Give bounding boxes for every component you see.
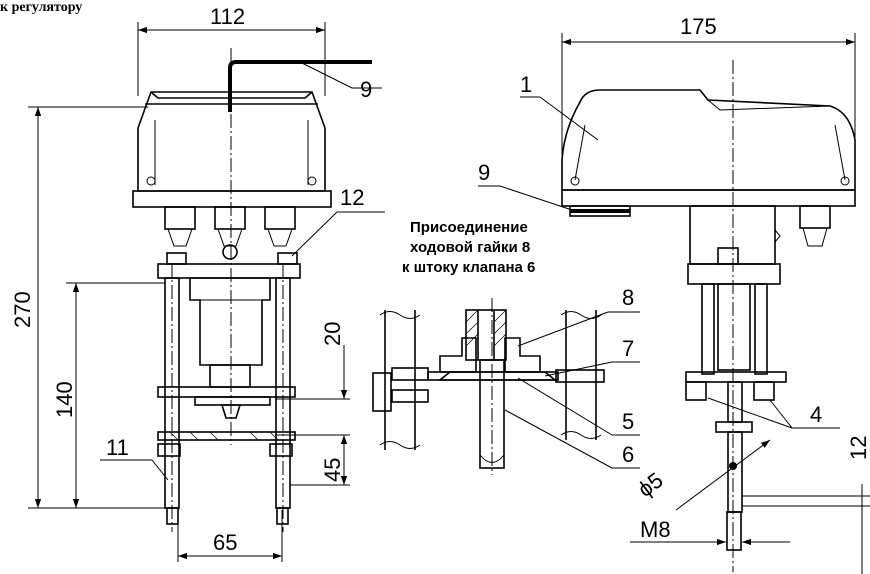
- dim-20: 20: [320, 322, 345, 346]
- callout-11: 11: [106, 435, 129, 460]
- side-dimensions: 175 ϕ5 M8 12: [561, 14, 870, 574]
- caption-line2: ходовой гайки 8: [410, 239, 530, 256]
- header-fragment: ... к регулятору: [0, 0, 82, 15]
- caption-line3: к штоку клапана 6: [402, 259, 535, 276]
- front-dimensions: 112 270 140 20 45 65 9 12 11: [10, 4, 385, 562]
- dim-m8: M8: [640, 517, 671, 542]
- callout-6: 6: [622, 442, 634, 467]
- dim-270: 270: [10, 291, 35, 328]
- front-cable: [228, 60, 372, 112]
- dim-112: 112: [210, 4, 245, 29]
- callout-12: 12: [340, 185, 364, 210]
- front-view: [132, 48, 382, 532]
- dim-65: 65: [213, 530, 237, 555]
- side-housing: [561, 89, 856, 191]
- cable-glands: [164, 206, 296, 260]
- dim-175: 175: [680, 14, 717, 39]
- callout-5: 5: [622, 409, 634, 434]
- callout-9-side: 9: [478, 160, 490, 185]
- callout-7: 7: [622, 336, 634, 361]
- dim-diameter: ϕ5: [633, 467, 668, 502]
- callout-4: 4: [810, 402, 822, 427]
- callout-8: 8: [622, 285, 634, 310]
- callout-1: 1: [520, 72, 532, 97]
- dim-140: 140: [52, 381, 77, 418]
- callout-9-front: 9: [360, 77, 372, 102]
- dim-45: 45: [320, 458, 345, 482]
- caption-line1: Присоединение: [410, 219, 528, 236]
- dim-12: 12: [846, 436, 870, 460]
- side-view: 1 9 4: [478, 60, 856, 572]
- center-detail: Присоединение ходовой гайки 8 к штоку кл…: [372, 219, 640, 475]
